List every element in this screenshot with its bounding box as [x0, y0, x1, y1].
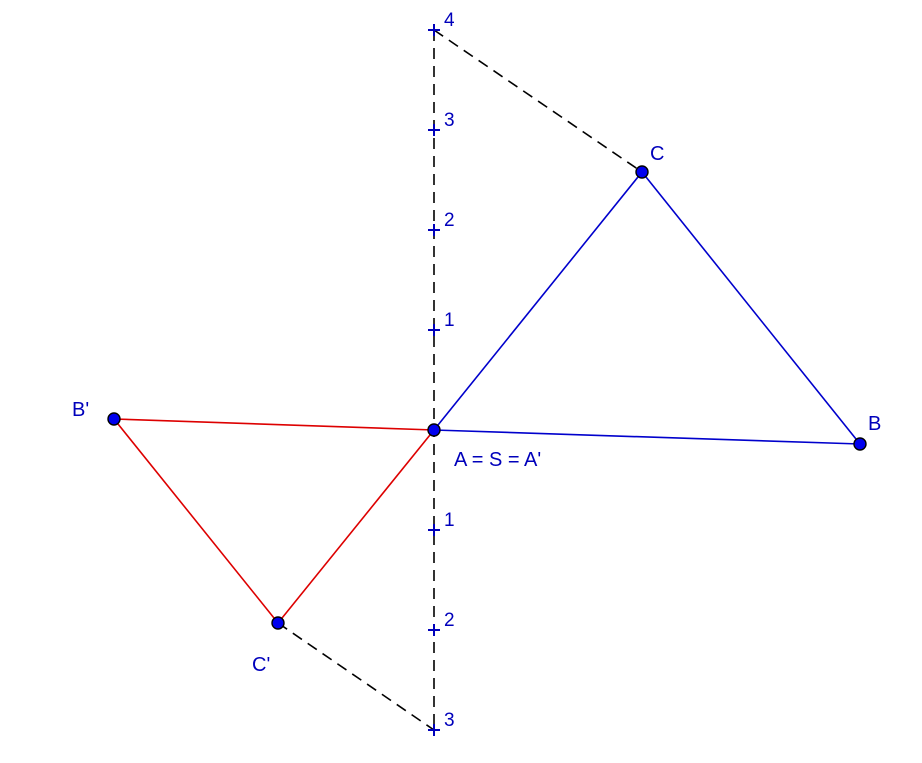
axis-ticks: 1 2 3 4 1 2 3 [428, 10, 455, 736]
tick-label: 1 [444, 510, 455, 531]
tick-label: 1 [444, 310, 455, 331]
point-c-prime[interactable] [271, 616, 285, 630]
label-b: B [868, 413, 881, 435]
tick-label: 4 [444, 10, 455, 31]
point-a[interactable] [427, 423, 441, 437]
segment-ac [433, 171, 643, 431]
point-c[interactable] [635, 165, 649, 179]
segment-c-prime-a-prime [277, 429, 435, 624]
construction-line-c-prime [277, 622, 435, 731]
triangle-a-prime-b-prime-c-prime [113, 418, 435, 624]
segment-cb [641, 171, 861, 445]
tick-label: 2 [444, 210, 455, 231]
tick-label: 2 [444, 610, 455, 631]
label-b-prime: B' [72, 399, 89, 421]
point-b[interactable] [853, 437, 867, 451]
label-c-prime: C' [252, 654, 270, 676]
tick-label: 3 [444, 710, 455, 731]
tick-label: 3 [444, 110, 455, 131]
label-a: A = S = A' [454, 449, 541, 471]
point-b-prime[interactable] [107, 412, 121, 426]
segment-a-prime-b-prime [113, 418, 435, 431]
triangle-abc [433, 171, 861, 445]
segment-ab [433, 429, 861, 445]
label-c: C [650, 143, 664, 165]
segment-b-prime-c-prime [113, 418, 279, 624]
construction-line-c [433, 29, 643, 173]
